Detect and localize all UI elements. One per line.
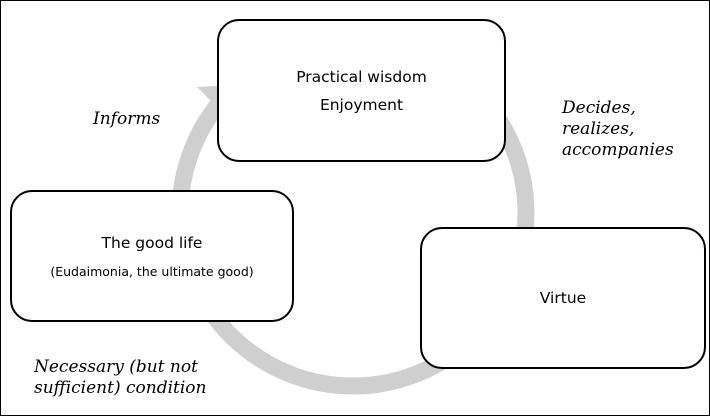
node-virtue: Virtue — [420, 227, 706, 369]
edge-label-line: accompanies — [562, 140, 674, 160]
node-the-good-life: The good life (Eudaimonia, the ultimate … — [10, 190, 294, 322]
edge-label-line: Necessary (but not — [34, 357, 198, 377]
edge-label-decides: Decides, realizes, accompanies — [562, 98, 674, 161]
edge-label-line: Informs — [93, 109, 161, 129]
node-practical-wisdom-subtitle: Enjoyment — [319, 95, 404, 114]
edge-label-informs: Informs — [93, 109, 160, 130]
node-virtue-title: Virtue — [539, 289, 587, 307]
node-practical-wisdom: Practical wisdom Enjoyment — [217, 19, 506, 162]
edge-label-line: realizes, — [562, 119, 635, 139]
edge-label-line: sufficient) condition — [34, 378, 207, 398]
node-practical-wisdom-title: Practical wisdom — [296, 67, 427, 86]
node-the-good-life-subtitle: (Eudaimonia, the ultimate good) — [50, 264, 254, 279]
edge-label-necessary: Necessary (but not sufficient) condition — [34, 357, 206, 399]
node-the-good-life-title: The good life — [101, 234, 203, 252]
edge-label-line: Decides, — [562, 98, 636, 118]
